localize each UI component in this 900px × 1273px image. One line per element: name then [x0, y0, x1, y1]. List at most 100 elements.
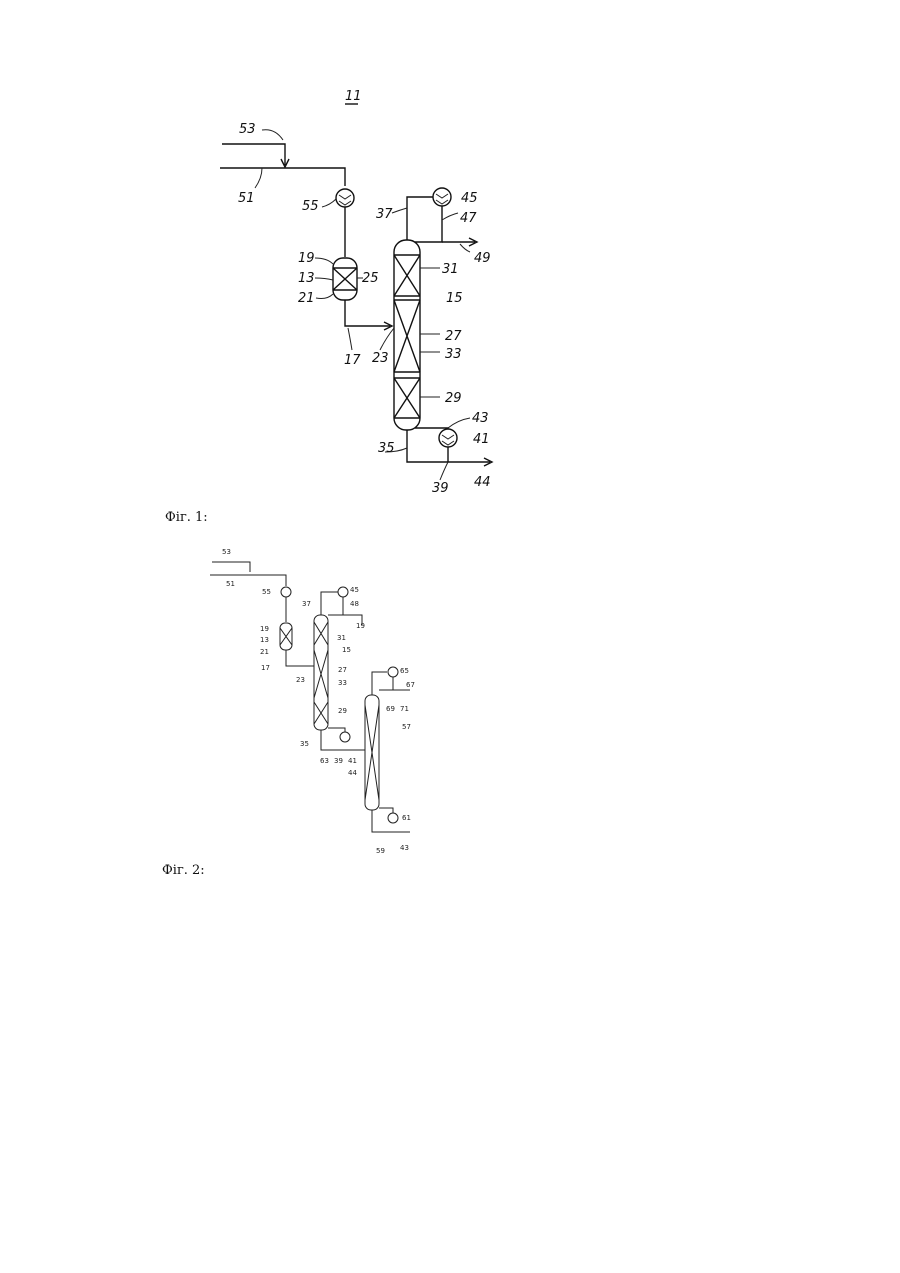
heater-55-symbol — [339, 195, 351, 205]
condenser-45 — [338, 587, 348, 597]
reboiler-41 — [340, 732, 350, 742]
reboiler-61 — [388, 813, 398, 823]
column-bed-33 — [394, 300, 420, 372]
label-39: 39 — [334, 757, 343, 765]
bottoms-line-35 — [321, 730, 365, 750]
label-13: 13 — [260, 636, 269, 644]
label-43: 43 — [472, 411, 489, 426]
leader-43 — [448, 418, 470, 428]
label-61: 61 — [402, 814, 411, 822]
leader-37 — [392, 208, 407, 213]
leader-53 — [262, 130, 283, 140]
label-29: 29 — [338, 707, 347, 715]
label-44: 44 — [474, 475, 491, 490]
label-69: 69 — [386, 705, 395, 713]
feed-line-51 — [210, 575, 286, 586]
label-27: 27 — [445, 329, 462, 344]
heater-55 — [281, 587, 291, 597]
label-19: 19 — [298, 251, 315, 266]
column-bed-31 — [394, 255, 420, 296]
column-bed-31 — [314, 622, 328, 645]
line-17 — [345, 300, 390, 326]
label-51: 51 — [238, 191, 255, 206]
overhead-line-57 — [372, 672, 387, 695]
label-29: 29 — [445, 391, 462, 406]
leader-23 — [380, 328, 394, 350]
label-55: 55 — [262, 588, 271, 596]
line-37 — [321, 592, 338, 615]
leader-21 — [316, 294, 333, 299]
leader-49 — [460, 244, 470, 252]
column-57-bed — [365, 705, 379, 800]
leader-51 — [255, 168, 262, 188]
label-47: 47 — [460, 211, 477, 226]
condenser-45-symbol — [436, 194, 448, 204]
feed-line-53 — [212, 562, 250, 572]
leader-55 — [322, 199, 336, 207]
label-45: 45 — [461, 191, 478, 206]
figure-1-caption: Фіг. 1: — [165, 510, 208, 525]
leader-13 — [315, 278, 333, 280]
label-25: 25 — [362, 271, 379, 286]
leader-39 — [440, 462, 448, 480]
line-17 — [286, 650, 314, 666]
label-35: 35 — [378, 441, 395, 456]
label-45: 45 — [350, 586, 359, 594]
figure-2: 53 51 55 37 45 48 19 19 13 21 31 15 17 2… — [162, 548, 415, 878]
feed-line-53 — [222, 144, 285, 165]
label-65: 65 — [400, 667, 409, 675]
line-37 — [407, 197, 433, 240]
reactor-13-bed — [280, 628, 292, 645]
condenser-65 — [388, 667, 398, 677]
label-21: 21 — [298, 291, 315, 306]
label-71: 71 — [400, 705, 409, 713]
figure-1-title: 11 — [345, 89, 362, 104]
heater-55 — [336, 189, 354, 207]
figure-2-caption: Фіг. 2: — [162, 863, 205, 878]
label-15: 15 — [446, 291, 463, 306]
line-43 — [328, 728, 345, 732]
label-48: 48 — [350, 600, 359, 608]
label-31: 31 — [337, 634, 346, 642]
label-37: 37 — [376, 207, 393, 222]
label-31: 31 — [442, 262, 459, 277]
label-53: 53 — [222, 548, 231, 556]
reactor-13-bed — [333, 268, 357, 290]
label-67: 67 — [406, 681, 415, 689]
label-17: 17 — [344, 353, 361, 368]
label-17: 17 — [261, 664, 270, 672]
label-51: 51 — [226, 580, 235, 588]
label-49: 49 — [474, 251, 491, 266]
label-23: 23 — [296, 676, 305, 684]
label-27: 27 — [338, 666, 347, 674]
label-41: 41 — [473, 432, 490, 447]
leader-47 — [442, 213, 458, 220]
line-reboiler-61 — [379, 808, 393, 813]
label-63: 63 — [320, 757, 329, 765]
feed-line-51 — [220, 168, 345, 186]
figure-1: 11 — [165, 89, 492, 525]
leader-19 — [315, 258, 333, 264]
reflux-line-47 — [415, 206, 442, 242]
column-bed-29 — [314, 702, 328, 724]
label-33: 33 — [338, 679, 347, 687]
label-37: 37 — [302, 600, 311, 608]
label-59: 59 — [376, 847, 385, 855]
reboiler-41 — [439, 429, 457, 447]
label-33: 33 — [445, 347, 462, 362]
label-21: 21 — [260, 648, 269, 656]
condenser-45 — [433, 188, 451, 206]
label-35: 35 — [300, 740, 309, 748]
label-57: 57 — [402, 723, 411, 731]
label-19a: 19 — [260, 625, 269, 633]
label-39: 39 — [432, 481, 449, 496]
label-55: 55 — [302, 199, 319, 214]
label-15: 15 — [342, 646, 351, 654]
leader-17 — [348, 328, 352, 350]
label-53: 53 — [239, 122, 256, 137]
label-41: 41 — [348, 757, 357, 765]
column-bed-29 — [394, 378, 420, 418]
label-13: 13 — [298, 271, 315, 286]
